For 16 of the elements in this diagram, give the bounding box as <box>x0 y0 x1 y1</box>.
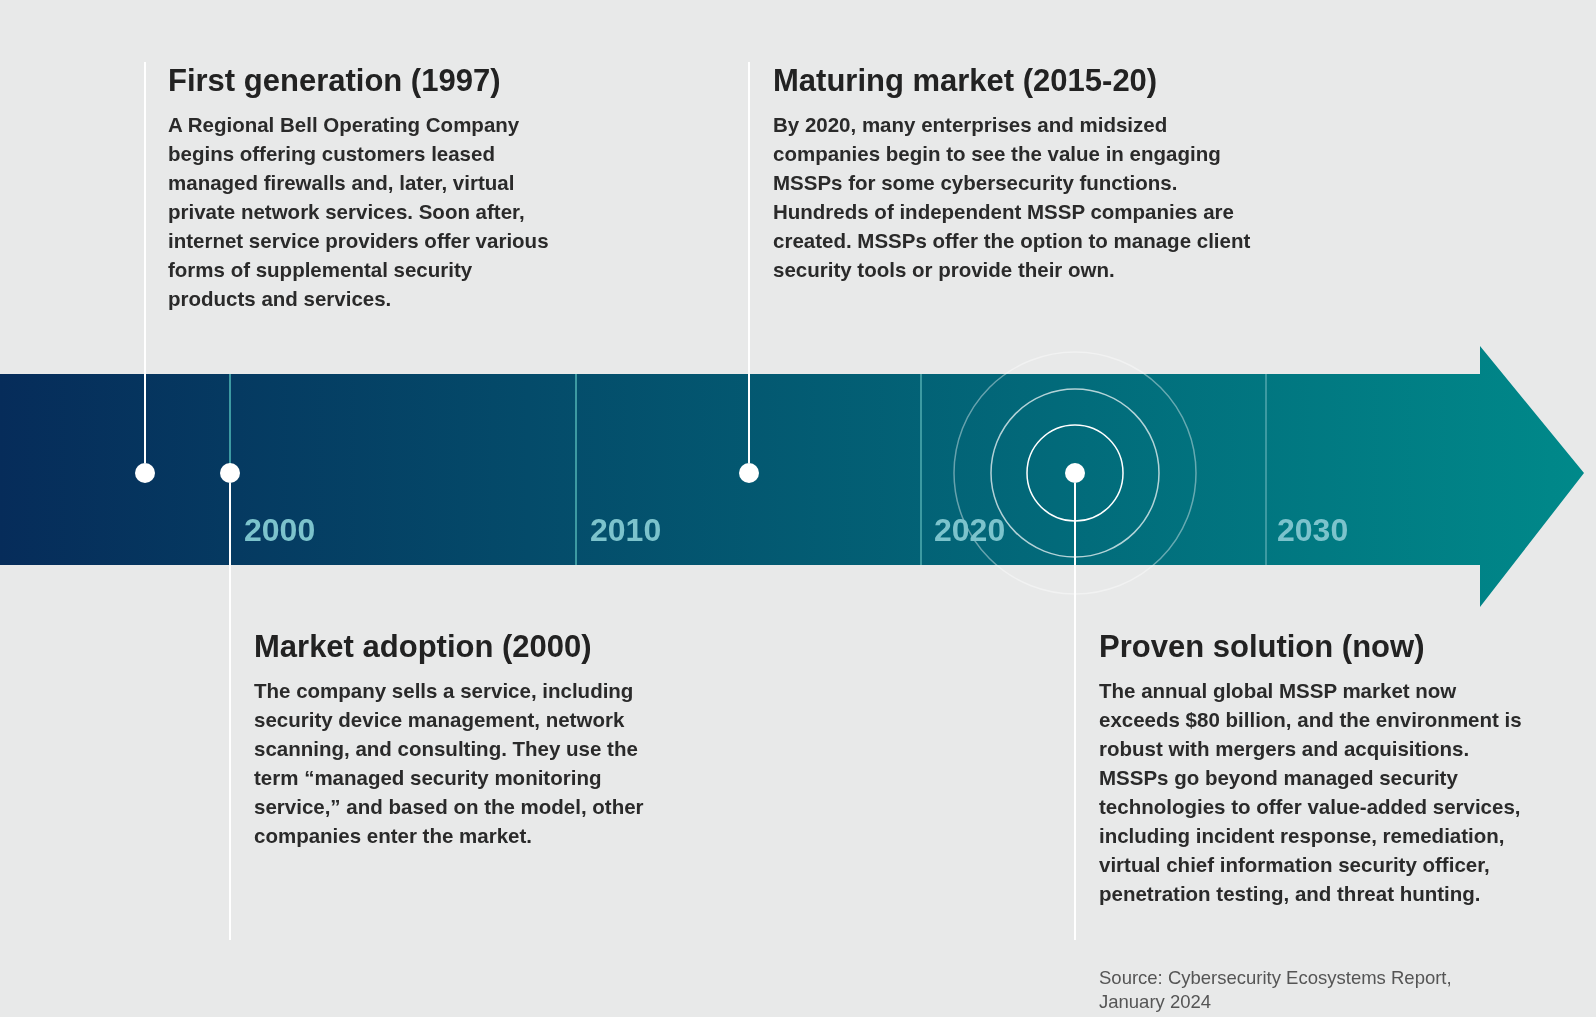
event-description: By 2020, many enterprises and midsized companies begin to see the value in engaging MSSPs for some cybersecurity functions. Hundreds of independent MSSP companies are created. MSSPs offer the option to manage client security tools or provide their own. <box>773 112 1252 283</box>
timeline-dot <box>220 463 240 483</box>
event-heading: Maturing market (2015-20) <box>773 62 1159 100</box>
timeline-dot <box>739 463 759 483</box>
year-label: 2000 <box>244 512 316 549</box>
event-heading: Market adoption (2000) <box>254 628 593 666</box>
timeline-dot <box>135 463 155 483</box>
event-heading: First generation (1997) <box>168 62 502 100</box>
event-description: The company sells a service, including security device management, network scanning, and consulting. They use the term “managed security monitoring service,” and based on the model, other companies enter the market. <box>254 678 645 849</box>
year-label: 2030 <box>1277 512 1349 549</box>
event-description: The annual global MSSP market now exceeds $80 billion, and the environment is robust with mergers and acquisitions. MSSPs go beyond managed security technologies to offer value-added services, including incident response, remediation, virtual chief information security officer, penetration testing, and threat hunting. <box>1099 678 1523 907</box>
timeline-dot <box>1065 463 1085 483</box>
year-label: 2010 <box>590 512 662 549</box>
source-note: Source: Cybersecurity Ecosystems Report, January 2024 <box>1099 966 1453 1014</box>
event-heading: Proven solution (now) <box>1099 628 1426 666</box>
event-description: A Regional Bell Operating Company begins offering customers leased managed firewalls and, later, virtual private network services. Soon after, internet service providers offer various forms of supplemental security products and services. <box>168 112 550 312</box>
